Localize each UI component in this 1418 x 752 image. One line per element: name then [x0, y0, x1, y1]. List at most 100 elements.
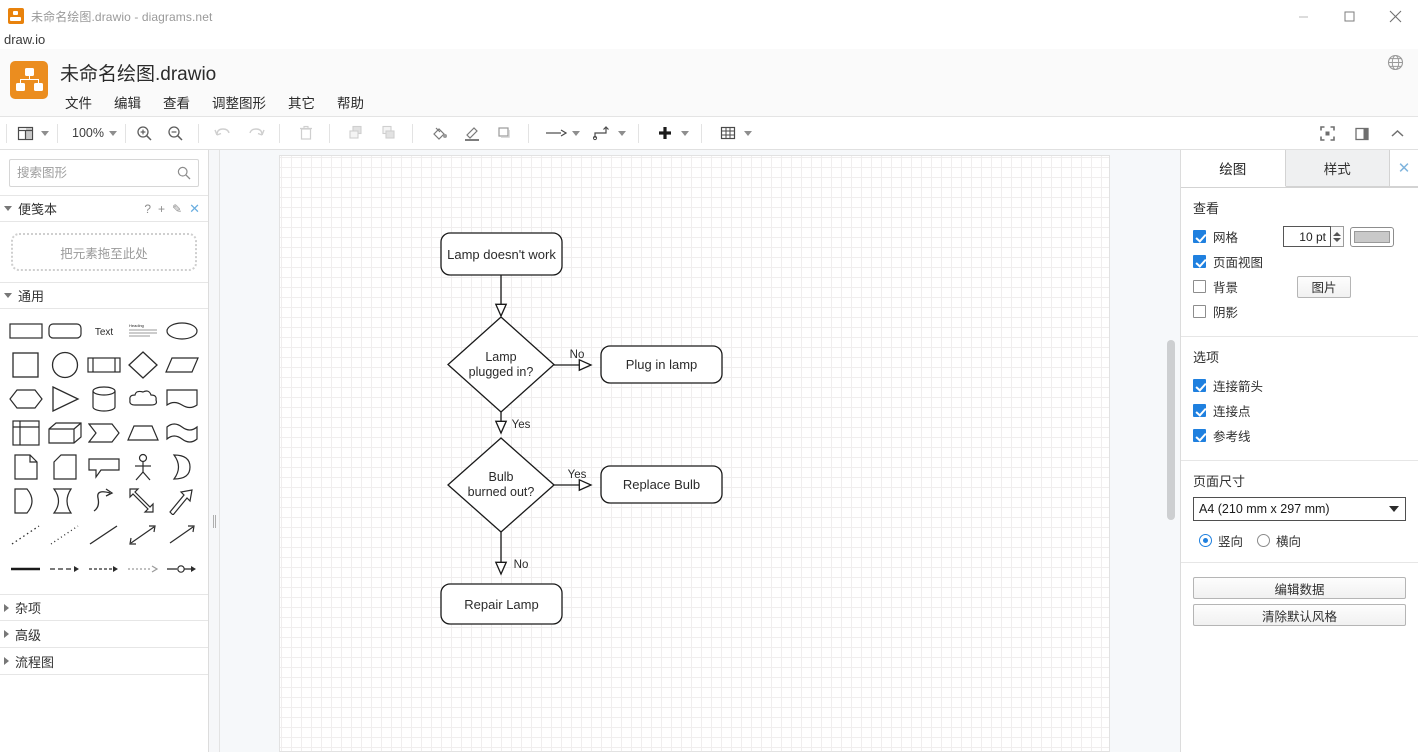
fill-color-icon[interactable] [427, 121, 452, 146]
menu-view[interactable]: 查看 [163, 96, 190, 111]
connection-caret-icon[interactable] [571, 130, 580, 136]
landscape-radio[interactable] [1257, 534, 1271, 547]
shape-cube[interactable] [46, 419, 84, 447]
edit-icon[interactable]: ✎ [172, 201, 183, 216]
shape-circle[interactable] [46, 351, 84, 379]
shape-rounded-rectangle[interactable] [46, 317, 84, 345]
grid-checkbox[interactable] [1193, 230, 1206, 243]
menu-extras[interactable]: 其它 [288, 96, 315, 111]
shape-dotted-line[interactable] [7, 521, 45, 549]
shape-link-circle-arrow[interactable] [163, 555, 201, 583]
shape-text[interactable]: Text [85, 317, 123, 345]
minimize-icon[interactable] [1280, 0, 1326, 32]
shape-dashed-line[interactable] [46, 521, 84, 549]
zoom-out-icon[interactable] [163, 121, 188, 146]
search-icon[interactable] [177, 166, 191, 185]
zoom-level-label[interactable]: 100% [72, 126, 104, 140]
page-view-checkbox[interactable] [1193, 255, 1206, 268]
shape-step[interactable] [85, 419, 123, 447]
grid-size-spinner[interactable] [1331, 226, 1344, 247]
shape-cylinder[interactable] [85, 385, 123, 413]
shape-parallelogram[interactable] [163, 351, 201, 379]
sidebar-section-scratchpad[interactable]: 便笺本 ? + ✎ ✕ [0, 195, 208, 222]
waypoints-icon[interactable] [590, 121, 615, 146]
background-checkbox[interactable] [1193, 280, 1206, 293]
insert-icon[interactable] [653, 121, 678, 146]
close-icon[interactable] [1372, 0, 1418, 32]
add-icon[interactable]: + [158, 201, 166, 216]
help-icon[interactable]: ? [144, 201, 152, 216]
spinner-down-icon[interactable] [1333, 237, 1341, 242]
shape-square[interactable] [7, 351, 45, 379]
delete-icon[interactable] [294, 121, 319, 146]
sidebar-section-advanced[interactable]: 高级 [0, 621, 208, 648]
tab-style[interactable]: 样式 [1285, 150, 1390, 187]
grid-size-input[interactable] [1283, 226, 1331, 247]
close-panel-icon[interactable]: ✕ [1390, 150, 1418, 187]
scratchpad-dropzone[interactable]: 把元素拖至此处 [11, 233, 197, 271]
shadow-checkbox[interactable] [1193, 305, 1206, 318]
globe-icon[interactable] [1387, 54, 1404, 71]
page-size-select-wrap[interactable]: A4 (210 mm x 297 mm) [1193, 497, 1406, 521]
guides-checkbox[interactable] [1193, 429, 1206, 442]
grid-color-swatch[interactable] [1350, 226, 1394, 247]
portrait-radio[interactable] [1199, 534, 1212, 547]
shadow-icon[interactable] [493, 121, 518, 146]
shape-bidirectional-arrow[interactable] [124, 521, 162, 549]
shape-process[interactable] [85, 351, 123, 379]
page-canvas[interactable] [279, 155, 1110, 752]
orientation-landscape[interactable]: 横向 [1257, 531, 1301, 550]
shape-double-arrow[interactable] [124, 487, 162, 515]
connection-icon[interactable] [543, 121, 569, 146]
shape-link-dash-arrow[interactable] [85, 555, 123, 583]
to-back-icon[interactable] [377, 121, 402, 146]
menu-edit[interactable]: 编辑 [114, 96, 141, 111]
tab-diagram[interactable]: 绘图 [1181, 150, 1286, 187]
diagram-canvas[interactable]: No Yes Yes No Lamp doesn't work Lamp plu… [220, 150, 1180, 752]
close-icon[interactable]: ✕ [189, 200, 200, 216]
clear-default-style-button[interactable]: 清除默认风格 [1193, 604, 1406, 626]
shape-textbox[interactable]: Heading [124, 317, 162, 345]
shape-data-storage[interactable] [7, 487, 45, 515]
sidebar-splitter[interactable] [209, 150, 220, 752]
menu-file[interactable]: 文件 [65, 96, 92, 111]
zoom-caret-icon[interactable] [108, 130, 117, 136]
connection-arrows-checkbox[interactable] [1193, 379, 1206, 392]
to-front-icon[interactable] [344, 121, 369, 146]
shape-link-dashed[interactable] [46, 555, 84, 583]
shape-cloud[interactable] [124, 385, 162, 413]
shape-line[interactable] [85, 521, 123, 549]
search-input[interactable] [10, 160, 198, 186]
background-image-button[interactable]: 图片 [1297, 275, 1351, 298]
shape-s-curve-arrow[interactable] [85, 487, 123, 515]
sidebar-section-general[interactable]: 通用 [0, 282, 208, 309]
shape-directional-arrow[interactable] [163, 521, 201, 549]
table-caret-icon[interactable] [743, 130, 752, 136]
shape-triangle[interactable] [46, 385, 84, 413]
maximize-icon[interactable] [1326, 0, 1372, 32]
shape-link-solid[interactable] [7, 555, 45, 583]
table-icon[interactable] [716, 121, 741, 146]
edit-data-button[interactable]: 编辑数据 [1193, 577, 1406, 599]
sidebar-section-misc[interactable]: 杂项 [0, 594, 208, 621]
shape-or[interactable] [163, 453, 201, 481]
sidebar-section-flowchart[interactable]: 流程图 [0, 648, 208, 675]
search-box[interactable] [9, 159, 199, 187]
shape-trapezoid[interactable] [124, 419, 162, 447]
shape-actor[interactable] [124, 453, 162, 481]
undo-icon[interactable] [211, 121, 236, 146]
shape-arrow[interactable] [163, 487, 201, 515]
shape-hexagon[interactable] [7, 385, 45, 413]
shape-link-dotted-arrow[interactable] [124, 555, 162, 583]
orientation-portrait[interactable]: 竖向 [1199, 531, 1243, 550]
shape-delay[interactable] [46, 487, 84, 515]
canvas-vertical-scrollbar[interactable] [1167, 340, 1175, 520]
connection-points-checkbox[interactable] [1193, 404, 1206, 417]
view-layout-caret-icon[interactable] [41, 130, 49, 136]
shape-note[interactable] [7, 453, 45, 481]
insert-caret-icon[interactable] [680, 130, 689, 136]
redo-icon[interactable] [244, 121, 269, 146]
fullscreen-icon[interactable] [1315, 121, 1340, 146]
shape-callout[interactable] [85, 453, 123, 481]
menu-help[interactable]: 帮助 [337, 96, 364, 111]
